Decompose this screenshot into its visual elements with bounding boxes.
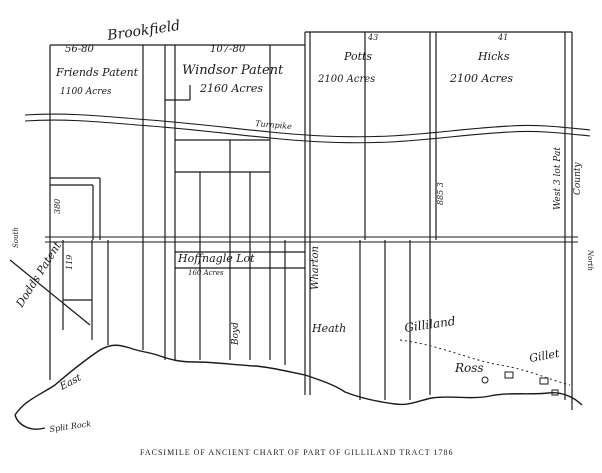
friends-patent-label: Friends Patent <box>55 66 139 79</box>
split-rock-label: Split Rock <box>49 419 92 434</box>
potts-acres-label: 2100 Acres <box>317 74 375 85</box>
line-119-label: 119 <box>65 255 74 270</box>
settlement-icon <box>481 371 559 396</box>
survey-lines <box>9 31 573 410</box>
heath-label: Heath <box>311 322 346 335</box>
measure-hicks: 41 <box>497 33 508 42</box>
east-label: East <box>57 372 84 393</box>
measure-left: 56-80 <box>65 44 94 55</box>
turnpike-road <box>24 113 591 144</box>
west-line-label: West 3 lot Pat <box>553 147 563 210</box>
measure-mid: 107-80 <box>210 44 246 55</box>
boyd-label: Boyd <box>231 322 241 346</box>
brookfield-label: Brookfield <box>105 18 181 44</box>
south-label: South <box>12 227 20 248</box>
north-label: North <box>586 249 594 271</box>
gillet-label: Gillet <box>528 347 561 365</box>
dotted-trail <box>399 339 571 386</box>
windsor-patent-label: Windsor Patent <box>182 63 284 78</box>
line-380-label: 380 <box>53 199 62 214</box>
windsor-acres-label: 2160 Acres <box>199 82 263 95</box>
turnpike-label: Turnpike <box>255 119 293 131</box>
hicks-acres-label: 2100 Acres <box>449 72 513 85</box>
hoffnagle-lot-label: Hoffnagle Lot <box>177 252 255 265</box>
dodds-patent-label: Dodds Patent <box>13 239 64 310</box>
wharton-label: Wharton <box>310 246 321 290</box>
line-885-label: 885 3 <box>436 182 445 205</box>
friends-acres-label: 1100 Acres <box>60 87 112 97</box>
hicks-label: Hicks <box>477 50 510 63</box>
ross-label: Ross <box>454 361 484 375</box>
main-road <box>45 236 578 243</box>
map-caption: FACSIMILE OF ANCIENT CHART OF PART OF GI… <box>140 448 453 457</box>
potts-label: Potts <box>343 50 372 63</box>
measure-potts: 43 <box>367 33 378 42</box>
county-label: County <box>573 161 583 195</box>
river-shoreline <box>14 344 583 430</box>
hoffnagle-acres-label: 160 Acres <box>188 269 224 277</box>
